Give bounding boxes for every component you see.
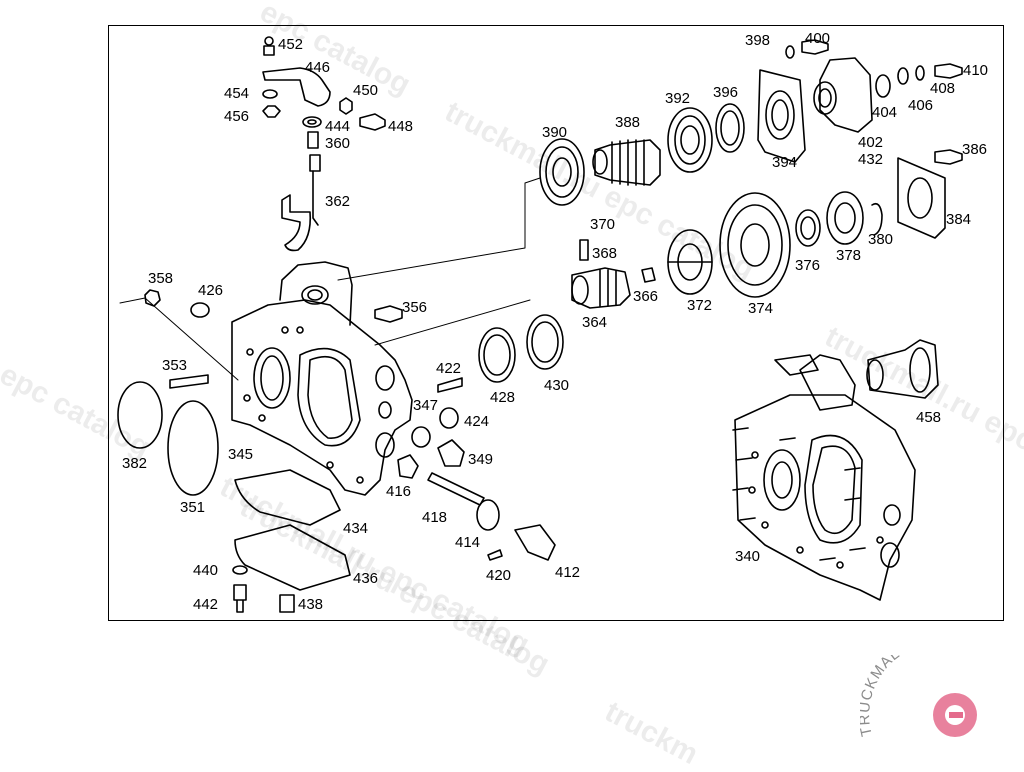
gasket-434 xyxy=(234,469,341,526)
callout-label: 340 xyxy=(735,548,760,565)
gear-374 xyxy=(719,192,791,298)
callout-label: 452 xyxy=(278,36,303,53)
callout-label: 356 xyxy=(402,299,427,316)
synchro-372 xyxy=(667,229,713,295)
callout-label: 434 xyxy=(343,520,368,537)
callout-label: 394 xyxy=(772,154,797,171)
callout-label: 378 xyxy=(836,247,861,264)
callout-label: 414 xyxy=(455,534,480,551)
circlip-380 xyxy=(871,202,883,236)
diagram-frame xyxy=(108,25,1004,621)
callout-label: 376 xyxy=(795,257,820,274)
callout-label: 345 xyxy=(228,446,253,463)
callout-label: 390 xyxy=(542,124,567,141)
callout-label: 446 xyxy=(305,59,330,76)
leader-line-390 xyxy=(337,177,541,281)
small-parts-center xyxy=(397,377,556,561)
callout-label: 420 xyxy=(486,567,511,584)
callout-label: 432 xyxy=(858,151,883,168)
callout-label: 372 xyxy=(687,297,712,314)
callout-label: 382 xyxy=(122,455,147,472)
housing-345 xyxy=(231,261,413,496)
callout-label: 424 xyxy=(464,413,489,430)
callout-label: 402 xyxy=(858,134,883,151)
cover-394 xyxy=(757,69,806,163)
callout-label: 384 xyxy=(946,211,971,228)
callout-label: 380 xyxy=(868,231,893,248)
callout-label: 392 xyxy=(665,90,690,107)
callout-label: 412 xyxy=(555,564,580,581)
callout-label: 388 xyxy=(615,114,640,131)
callout-label: 386 xyxy=(962,141,987,158)
flange-458 xyxy=(866,339,939,399)
cover-384 xyxy=(897,157,946,239)
gasket-351 xyxy=(167,400,219,496)
callout-label: 404 xyxy=(872,104,897,121)
bolt-442 xyxy=(233,584,247,613)
bearing-390 xyxy=(539,138,585,206)
callout-label: 396 xyxy=(713,84,738,101)
callout-label: 351 xyxy=(180,499,205,516)
callout-label: 416 xyxy=(386,483,411,500)
flange-402 xyxy=(813,57,873,133)
callout-label: 410 xyxy=(963,62,988,79)
callout-label: 454 xyxy=(224,85,249,102)
housing-340 xyxy=(732,354,916,601)
callout-label: 436 xyxy=(353,570,378,587)
callout-label: 353 xyxy=(162,357,187,374)
clip-440 xyxy=(232,565,248,575)
callout-label: 442 xyxy=(193,596,218,613)
callout-label: 360 xyxy=(325,135,350,152)
logo-prefix-text: TRUCKMALL xyxy=(860,655,911,738)
callout-label: 370 xyxy=(590,216,615,233)
bearing-392 xyxy=(667,107,713,173)
seal-396 xyxy=(715,103,745,153)
callout-label: 448 xyxy=(388,118,413,135)
callout-label: 349 xyxy=(468,451,493,468)
callout-label: 444 xyxy=(325,118,350,135)
bearing-378 xyxy=(826,191,864,245)
callout-label: 347 xyxy=(413,397,438,414)
callout-label: 368 xyxy=(592,245,617,262)
small-parts-358-426 xyxy=(144,289,403,389)
gear-364 xyxy=(571,239,656,309)
callout-label: 400 xyxy=(805,30,830,47)
truckmallparts-logo: TRUCKMALLPARTS xyxy=(860,655,977,738)
callout-label: 398 xyxy=(745,32,770,49)
callout-label: 364 xyxy=(582,314,607,331)
callout-label: 440 xyxy=(193,562,218,579)
input-shaft-388 xyxy=(592,139,661,186)
callout-label: 374 xyxy=(748,300,773,317)
callout-label: 408 xyxy=(930,80,955,97)
callout-label: 358 xyxy=(148,270,173,287)
callout-label: 426 xyxy=(198,282,223,299)
cover-436 xyxy=(234,524,351,591)
callout-label: 450 xyxy=(353,82,378,99)
gear-icon xyxy=(933,693,977,737)
callout-label: 366 xyxy=(633,288,658,305)
callout-label: 362 xyxy=(325,193,350,210)
callout-label: 428 xyxy=(490,389,515,406)
plug-438 xyxy=(279,594,295,613)
callout-label: 456 xyxy=(224,108,249,125)
callout-label: 418 xyxy=(422,509,447,526)
callout-label: 438 xyxy=(298,596,323,613)
gasket-382 xyxy=(117,381,163,449)
callout-label: 422 xyxy=(436,360,461,377)
ring-430 xyxy=(526,314,564,370)
small-parts-398-410 xyxy=(785,39,963,165)
ring-428 xyxy=(478,327,516,383)
shift-lever-group xyxy=(262,36,386,252)
callout-label: 406 xyxy=(908,97,933,114)
callout-label: 430 xyxy=(544,377,569,394)
leader-line-430 xyxy=(374,299,531,346)
ring-376 xyxy=(795,209,821,247)
callout-label: 458 xyxy=(916,409,941,426)
